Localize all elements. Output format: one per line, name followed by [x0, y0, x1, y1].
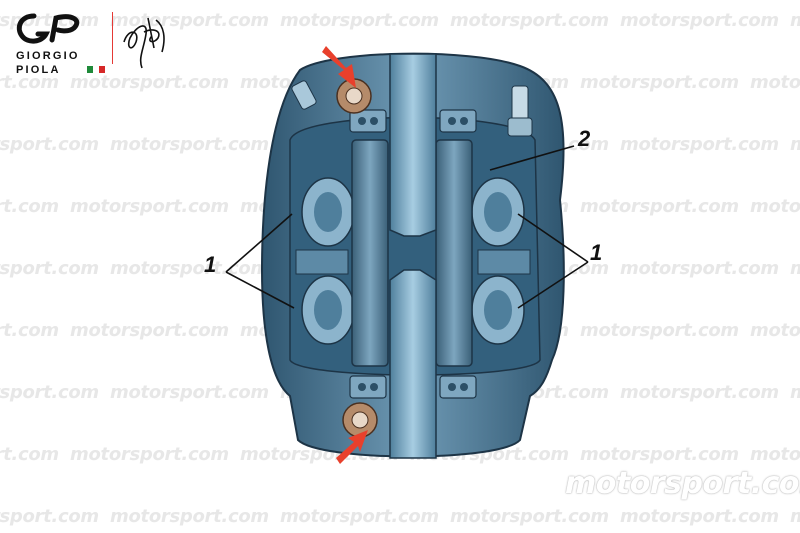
watermark-tile: motorsport.com — [0, 506, 99, 527]
watermark-tile: motorsport.com — [620, 506, 779, 527]
watermark-tile: motorsport.com — [70, 196, 229, 217]
motorsport-corner-watermark: motorsport.com — [565, 466, 800, 501]
watermark-tile: motorsport.com — [580, 72, 739, 93]
watermark-tile: motorsport.com — [450, 10, 609, 31]
watermark-tile: motorsport.com — [620, 258, 779, 279]
watermark-tile: motorsport.com — [790, 134, 800, 155]
mounting-bolt-bottom — [342, 402, 378, 438]
watermark-tile: motorsport.com — [0, 72, 59, 93]
brake-pad-right — [435, 139, 473, 367]
brake-pad-left — [351, 139, 389, 367]
watermark-tile: motorsport.com — [750, 72, 800, 93]
credit-name-line1: GIORGIO — [16, 50, 80, 62]
watermark-tile: motorsport.com — [70, 444, 229, 465]
piston-bores-left — [295, 177, 355, 345]
watermark-tile: motorsport.com — [620, 10, 779, 31]
watermark-tile: motorsport.com — [620, 382, 779, 403]
watermark-tile: motorsport.com — [0, 134, 99, 155]
watermark-tile: motorsport.com — [620, 134, 779, 155]
watermark-tile: motorsport.com — [70, 72, 229, 93]
watermark-tile: motorsport.com — [450, 506, 609, 527]
watermark-tile: motorsport.com — [0, 258, 99, 279]
watermark-tile: motorsport.com — [580, 320, 739, 341]
retaining-plates — [349, 109, 477, 399]
bleed-nipple-right — [507, 85, 533, 137]
credit-name-line2: PIOLA — [16, 64, 61, 76]
watermark-tile: motorsport.com — [0, 444, 59, 465]
italian-flag-icon — [87, 66, 105, 73]
watermark-tile: motorsport.com — [580, 444, 739, 465]
watermark-tile: motorsport.com — [750, 196, 800, 217]
watermark-tile: motorsport.com — [790, 382, 800, 403]
giorgio-piola-logo: GIORGIO PIOLA — [12, 10, 122, 80]
arrow-bottom-icon — [336, 430, 368, 464]
callout-label-brake-pad: 2 — [578, 126, 591, 151]
watermark-tile: motorsport.com — [790, 10, 800, 31]
arrow-top-icon — [322, 46, 356, 88]
watermark-tile: motorsport.com — [580, 196, 739, 217]
watermark-tile: motorsport.com — [110, 382, 269, 403]
central-bridge — [389, 53, 437, 237]
watermark-tile: motorsport.com — [280, 10, 439, 31]
callout-label-pistons-right: 1 — [590, 240, 603, 265]
watermark-tile: motorsport.com — [70, 320, 229, 341]
watermark-tile: motorsport.com — [0, 382, 99, 403]
piston-bores-right — [471, 177, 531, 345]
callout-label-pistons-left: 1 — [204, 252, 217, 277]
watermark-tile: motorsport.com — [0, 196, 59, 217]
watermark-tile: motorsport.com — [790, 258, 800, 279]
gp-monogram-icon — [16, 13, 80, 44]
watermark-tile: motorsport.com — [750, 444, 800, 465]
watermark-tile: motorsport.com — [110, 506, 269, 527]
leader-lines — [225, 145, 589, 309]
signature-icon — [123, 17, 165, 69]
watermark-tile: motorsport.com — [790, 506, 800, 527]
watermark-tile: motorsport.com — [110, 134, 269, 155]
watermark-tile: motorsport.com — [750, 320, 800, 341]
credit-divider — [112, 12, 113, 64]
watermark-tile: motorsport.com — [0, 320, 59, 341]
bleed-nipple-left — [291, 80, 317, 110]
mounting-bolt-top — [336, 78, 372, 114]
watermark-tile: motorsport.com — [280, 506, 439, 527]
